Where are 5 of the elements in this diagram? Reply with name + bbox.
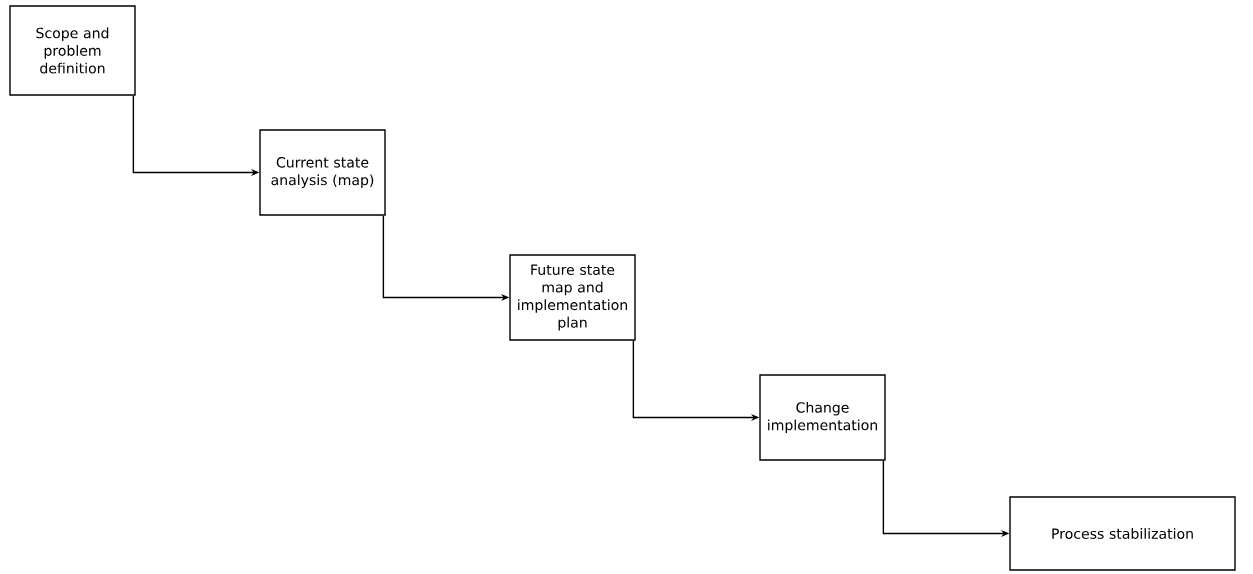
process-box: Change implementation: [759, 374, 886, 461]
process-box: Current state analysis (map): [259, 129, 386, 216]
process-box: Scope and problem definition: [9, 5, 136, 96]
process-box: Future state map and implementation plan: [509, 254, 636, 341]
process-box: Process stabilization: [1009, 496, 1236, 571]
